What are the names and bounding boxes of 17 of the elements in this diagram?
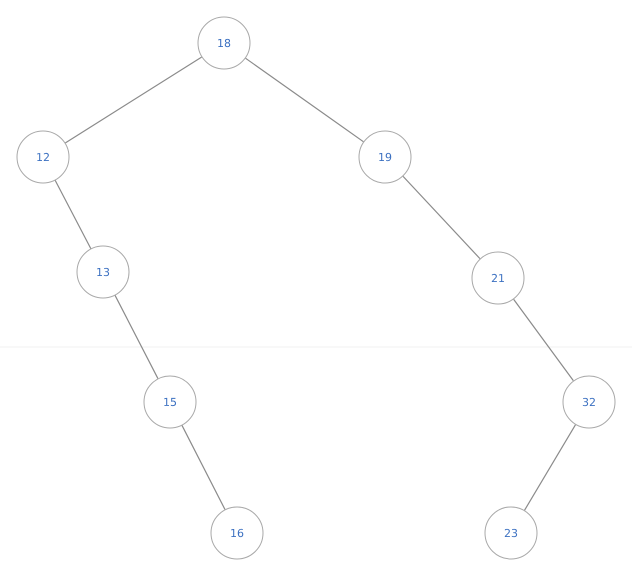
tree-node: 32 [562, 376, 616, 428]
tree-node: 18 [198, 16, 250, 70]
tree-edge [182, 425, 226, 510]
tree-node: 13 [76, 246, 130, 298]
tree-edge [65, 56, 202, 144]
tree-edge [402, 176, 480, 260]
tree-edge [114, 295, 158, 379]
tree-edge [513, 299, 574, 381]
tree-edge [245, 58, 364, 142]
tree-node: 21 [472, 252, 524, 304]
tree-node: 16 [210, 506, 264, 560]
tree-node: 15 [144, 376, 196, 428]
tree-node: 12 [16, 130, 70, 184]
tree-edge [54, 180, 92, 249]
tree-node: 19 [358, 130, 412, 184]
tree-edge [524, 424, 576, 511]
tree-node: 23 [484, 506, 538, 560]
